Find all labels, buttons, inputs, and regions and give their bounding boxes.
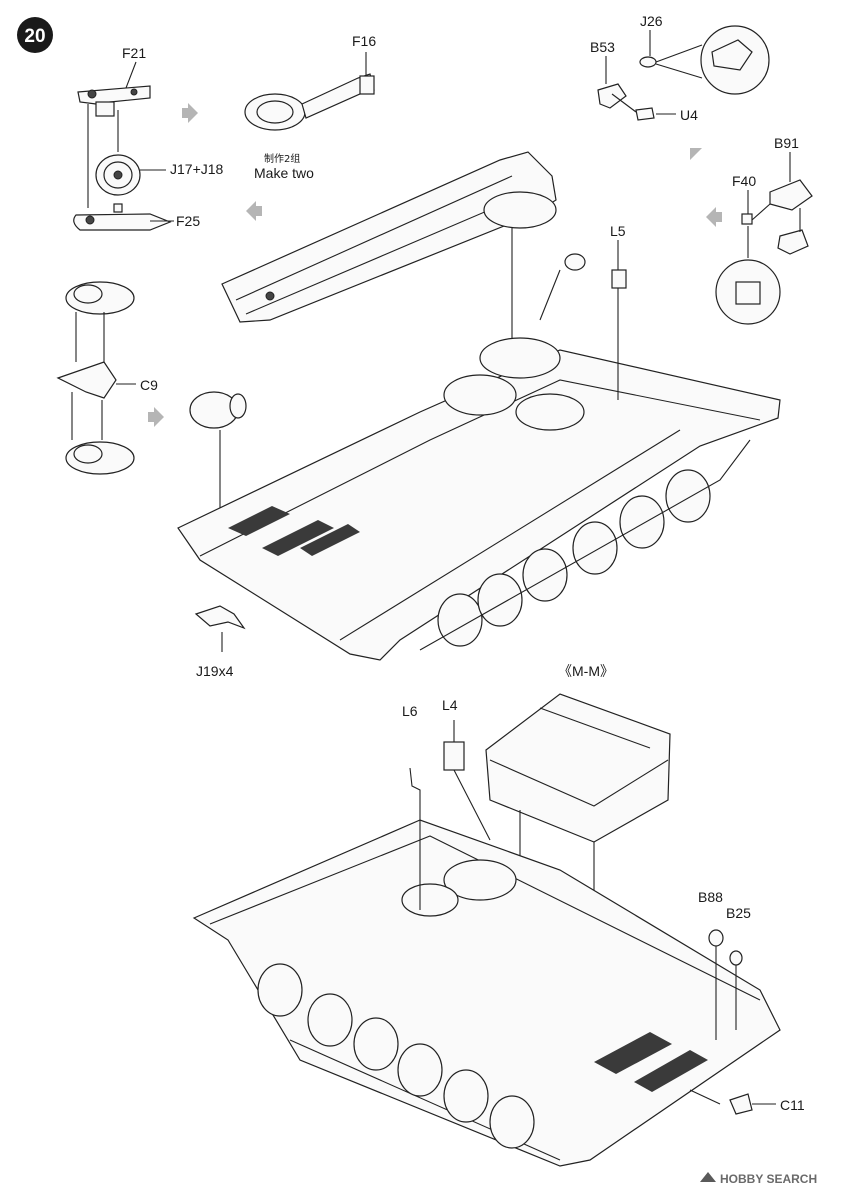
crane-boom	[221, 151, 557, 340]
label-f25: F25	[176, 213, 200, 229]
label-f21: F21	[122, 45, 146, 61]
label-u4: U4	[680, 107, 698, 123]
label-j19x4: J19x4	[196, 663, 234, 679]
label-mm: 《M-M》	[558, 663, 614, 679]
label-c11: C11	[780, 1097, 805, 1113]
label-j17-j18: J17+J18	[170, 161, 224, 177]
step-number: 20	[24, 26, 45, 47]
label-f16: F16	[352, 33, 376, 49]
mm-module	[485, 693, 671, 900]
label-c9: C9	[140, 377, 158, 393]
label-b53: B53	[590, 39, 615, 55]
label-l6: L6	[402, 703, 418, 719]
pulley-assembly	[73, 61, 174, 231]
vehicle-upper	[177, 240, 781, 661]
engine-grille-lower	[594, 1032, 708, 1092]
label-b25: B25	[726, 905, 751, 921]
engine-grille-upper	[228, 506, 360, 556]
road-wheels-upper	[437, 469, 711, 647]
watermark-text: HOBBY SEARCH	[720, 1172, 817, 1186]
label-f40: F40	[732, 173, 756, 189]
road-wheels-lower	[257, 963, 535, 1149]
step-badge: 20	[17, 17, 53, 53]
winch-part	[189, 391, 247, 524]
arrow-down-left-1	[690, 148, 702, 160]
arrow-left-2	[246, 201, 262, 221]
arrow-right-1	[182, 103, 198, 123]
part-labels: F21 F16 J26 B53 U4 J17+J18 F25 制作2组 Make…	[122, 13, 805, 1113]
bracket-assembly-top-right	[597, 25, 770, 121]
label-make-two-en: Make two	[254, 165, 314, 181]
hobby-search-logo-icon	[700, 1172, 716, 1182]
label-l5: L5	[610, 223, 626, 239]
b91-f40-assembly	[715, 152, 813, 325]
vehicle-lower	[192, 720, 781, 1167]
arrow-right-2	[148, 407, 164, 427]
label-j26: J26	[640, 13, 663, 29]
label-b91: B91	[774, 135, 799, 151]
label-l4: L4	[442, 697, 458, 713]
label-b88: B88	[698, 889, 723, 905]
c9-assembly	[56, 281, 136, 475]
label-make-two-cn: 制作2组	[264, 152, 300, 165]
watermark: HOBBY SEARCH	[700, 1172, 817, 1186]
pulley-with-arm	[244, 52, 375, 131]
arrow-left-1	[706, 207, 722, 227]
